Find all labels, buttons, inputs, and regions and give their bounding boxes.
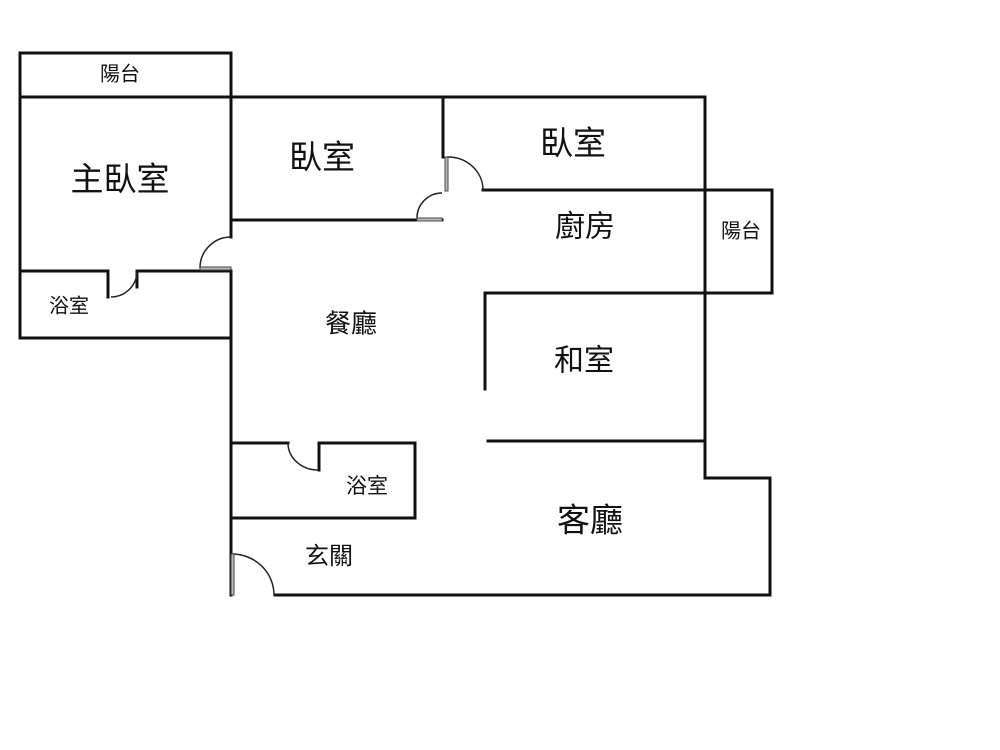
door-swing-bedroom1 [416, 192, 443, 219]
label-balcony-right: 陽台 [721, 219, 761, 243]
label-japanese-room: 和室 [554, 344, 614, 379]
door-leaf-bedroom1 [416, 217, 443, 222]
label-balcony-top-left: 陽台 [100, 62, 140, 86]
door-swing-master-bath [110, 270, 138, 298]
label-dining-room: 餐廳 [325, 310, 377, 340]
room-labels: 陽台 主臥室 臥室 臥室 廚房 陽台 浴室 餐廳 和室 浴室 客廳 玄關 [49, 62, 761, 571]
door-swing-entrance [231, 553, 275, 596]
door-swing-bedroom2 [446, 156, 484, 191]
walls [18, 51, 774, 597]
wall-bath2-top2 [229, 441, 417, 520]
wall-master-bath [18, 269, 110, 299]
doors [110, 156, 484, 596]
label-bedroom-1: 臥室 [289, 138, 355, 177]
label-kitchen: 廚房 [555, 210, 615, 245]
label-living-room: 客廳 [557, 501, 623, 540]
door-swing-master-bedroom [199, 236, 232, 269]
label-bathroom-2: 浴室 [346, 474, 388, 498]
wall-balcony-right [703, 188, 774, 295]
door-leaf-bedroom2 [444, 156, 449, 192]
wall-balcony-top-left [18, 51, 233, 99]
label-bedroom-2: 臥室 [540, 124, 606, 163]
label-entrance: 玄關 [305, 542, 353, 570]
wall-living-right [273, 476, 772, 597]
wall-master-bath-2 [135, 269, 233, 289]
door-swing-bath2 [287, 442, 319, 471]
door-leaf-master-bedroom [199, 266, 232, 271]
label-bathroom-master: 浴室 [49, 294, 89, 318]
door-leaf-entrance [230, 553, 235, 596]
label-master-bedroom: 主臥室 [71, 160, 170, 199]
